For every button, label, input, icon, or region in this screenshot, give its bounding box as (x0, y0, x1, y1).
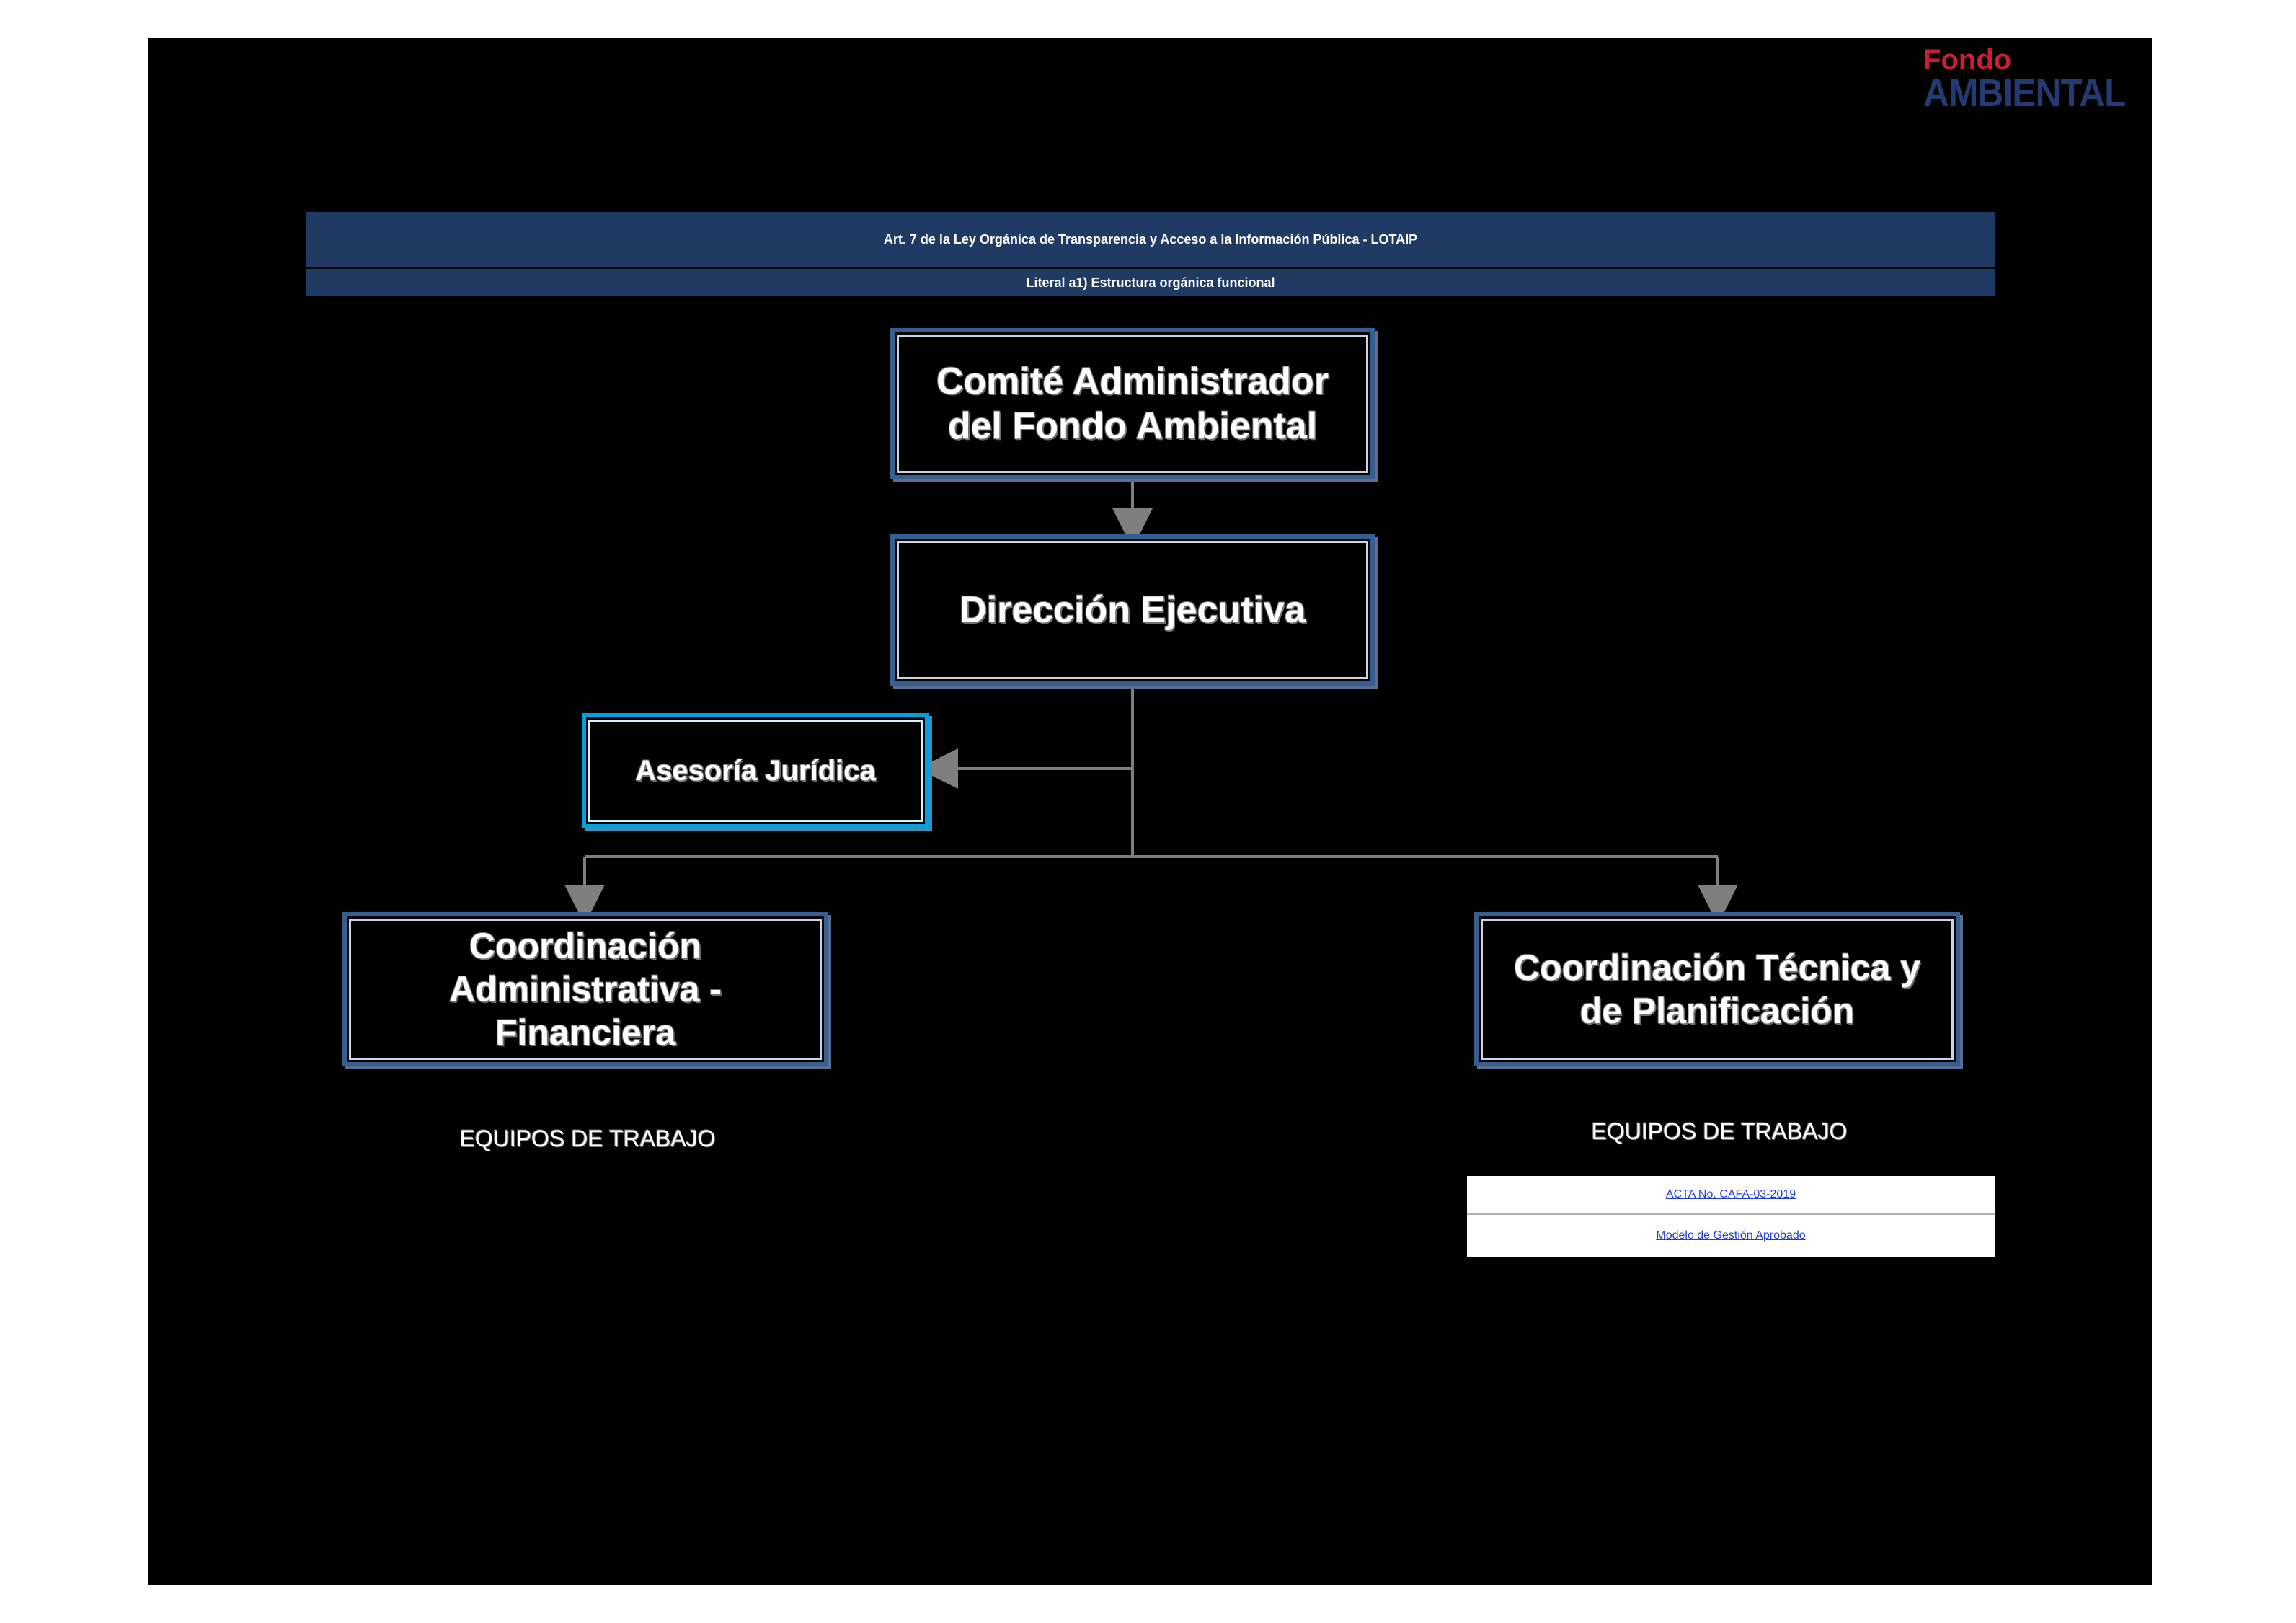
acta-link[interactable]: ACTA No. CAFA-03-2019 (1665, 1188, 1796, 1200)
admin-line-3: Financiera (495, 1012, 676, 1053)
box-direccion-ejecutiva: Dirección Ejecutiva (890, 534, 1375, 686)
links-row-acta: ACTA No. CAFA-03-2019 (1467, 1176, 1995, 1215)
links-row-modelo: Modelo de Gestión Aprobado (1467, 1215, 1995, 1257)
admin-line-1: Coordinación (469, 926, 702, 966)
header-title: Art. 7 de la Ley Orgánica de Transparenc… (306, 212, 1995, 267)
modelo-gestion-link[interactable]: Modelo de Gestión Aprobado (1656, 1229, 1806, 1242)
connector-lines (564, 479, 1738, 925)
box-comite-administrador: Comité Administrador del Fondo Ambiental (890, 328, 1375, 479)
comite-line-2: del Fondo Ambiental (947, 405, 1318, 447)
header-subtitle: Literal a1) Estructura orgánica funciona… (306, 269, 1995, 296)
logo-bottom-text: AMBIENTAL (1923, 71, 2126, 115)
equipos-trabajo-right: EQUIPOS DE TRABAJO (1591, 1118, 1848, 1144)
tecnica-line-2: de Planificación (1579, 991, 1855, 1031)
box-coordinacion-tecnica: Coordinación Técnica y de Planificación (1474, 912, 1960, 1066)
box-asesoria-juridica: Asesoría Jurídica (582, 713, 929, 828)
tecnica-line-1: Coordinación Técnica y (1513, 947, 1920, 988)
direccion-label: Dirección Ejecutiva (959, 588, 1306, 631)
equipos-trabajo-left: EQUIPOS DE TRABAJO (459, 1126, 716, 1151)
comite-line-1: Comité Administrador (936, 360, 1329, 402)
logo-top-text: Fondo (1923, 44, 2012, 76)
box-coordinacion-administrativa: Coordinación Administrativa - Financiera (342, 912, 828, 1066)
links-table: ACTA No. CAFA-03-2019 Modelo de Gestión … (1467, 1176, 1995, 1257)
org-chart-page: Fondo AMBIENTAL Art. 7 de la Ley Orgánic… (148, 38, 2152, 1585)
asesoria-label: Asesoría Jurídica (635, 755, 876, 787)
admin-line-2: Administrativa - (449, 969, 722, 1009)
fondo-ambiental-logo: Fondo AMBIENTAL (1923, 45, 2143, 112)
